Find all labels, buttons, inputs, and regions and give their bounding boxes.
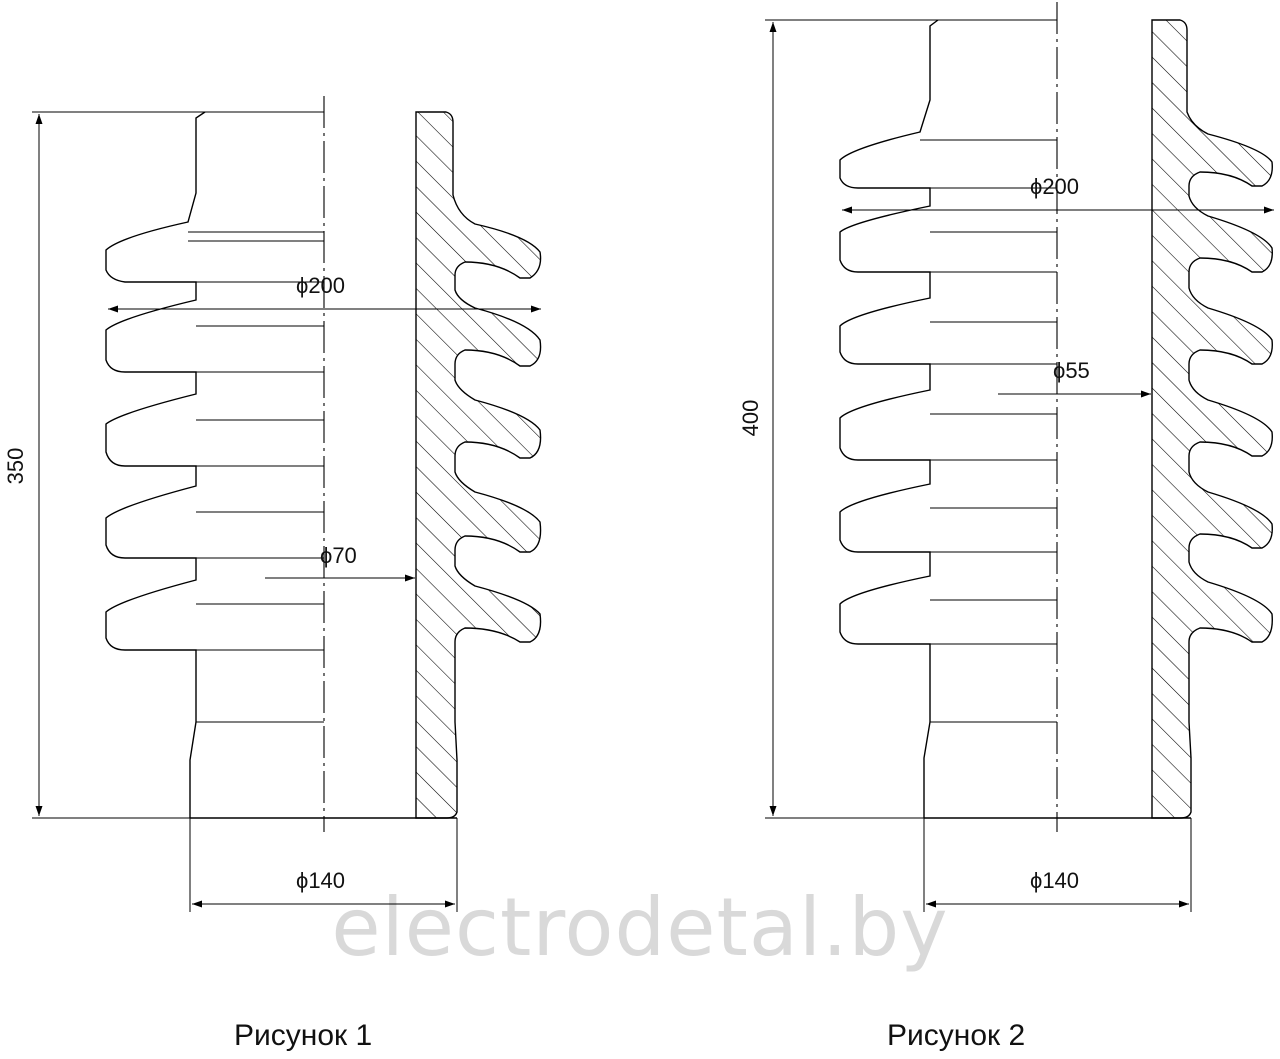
figure-1-section-hatched [415,111,542,819]
figure-1-bore-diameter-label: ϕ70 [320,543,357,568]
figure-2-height-label: 400 [738,400,763,437]
figure-2-base-diameter-label: ϕ140 [1030,868,1079,893]
figure-1: 350 ϕ200 ϕ70 ϕ140 Рисунок 1 [3,96,542,1052]
figure-1-shed-diameter-label: ϕ200 [296,273,345,298]
figure-1-caption: Рисунок 1 [234,1019,372,1052]
figure-2: 400 ϕ200 ϕ55 ϕ140 Рисунок 2 [738,2,1274,1052]
figure-2-bore-diameter-label: ϕ55 [1053,358,1090,383]
figure-1-base-diameter-label: ϕ140 [296,868,345,893]
figure-1-outer-profile [105,111,206,818]
figure-1-shed-inner-lines [188,111,324,723]
figure-2-outer-profile [839,19,939,818]
watermark: electrodetal.by [331,881,948,974]
figure-2-caption: Рисунок 2 [887,1019,1025,1052]
figure-2-shed-inner-lines [920,19,1057,723]
figure-1-height-label: 350 [3,448,28,485]
figure-2-section-hatched [1151,19,1273,819]
figure-2-shed-diameter-label: ϕ200 [1030,174,1079,199]
